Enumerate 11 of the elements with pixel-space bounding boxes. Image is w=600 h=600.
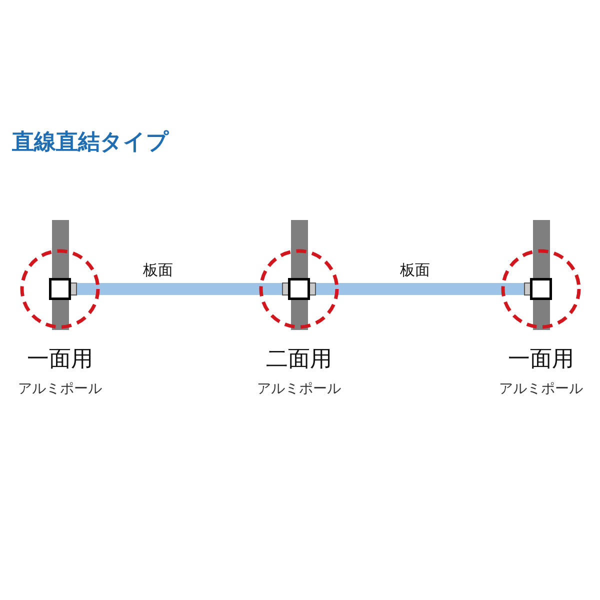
panel-bar (316, 283, 524, 295)
edge-label: 板面 (400, 262, 430, 278)
pole-caption: 一面用 (27, 348, 93, 372)
pole-caption: 二面用 (266, 348, 332, 372)
title: 直線直結タイプ (12, 131, 169, 156)
pole-subcaption: アルミポール (257, 382, 341, 398)
pole-subcaption: アルミポール (18, 382, 102, 398)
pole-caption: 一面用 (508, 348, 574, 372)
pole-subcaption: アルミポール (499, 382, 583, 398)
edge-label: 板面 (143, 262, 173, 278)
panel-bar (77, 283, 282, 295)
